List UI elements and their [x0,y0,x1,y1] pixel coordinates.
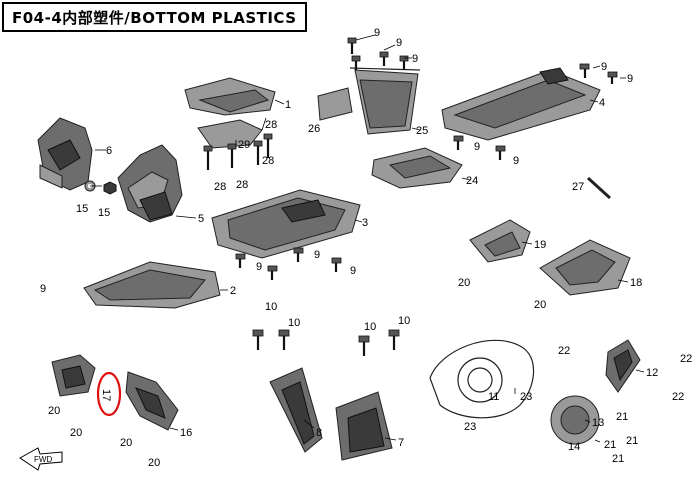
bolts-10 [252,329,400,356]
bolts-9-top [347,37,409,70]
callout-9: 9 [601,61,607,73]
callout-20: 20 [48,405,60,417]
callout-9: 9 [396,37,402,49]
callout-9: 9 [374,27,380,39]
callout-10: 10 [398,315,410,327]
fwd-arrow: FWD [19,447,63,471]
callout-17: 17 [100,389,112,401]
callout-23: 23 [520,391,532,403]
callout-21: 21 [612,453,624,465]
callout-28: 28 [262,155,274,167]
part-17-cover [51,354,96,397]
callout-22: 22 [558,345,570,357]
callout-18: 18 [630,277,642,289]
callout-10: 10 [364,321,376,333]
callout-15: 15 [98,207,110,219]
callout-11: 11 [488,391,499,403]
callout-9: 9 [314,249,320,261]
bolts-28 [203,133,273,170]
part-12-panel [605,339,641,393]
part-4-skid-plate [441,67,601,141]
bolts-9-center [235,247,342,280]
callout-8: 8 [316,427,322,439]
diagram-title: F04-4内部塑件/BOTTOM PLASTICS [2,2,307,32]
callout-23: 23 [464,421,476,433]
part-3-skid-plate [211,189,361,259]
part-1-shroud [184,77,276,116]
callout-27: 27 [572,181,584,193]
callout-9: 9 [412,53,418,65]
callout-19: 19 [534,239,546,251]
callout-6: 6 [106,145,112,157]
callout-3: 3 [362,217,368,229]
part-16-guard [125,371,179,431]
callout-20: 20 [120,437,132,449]
part-13-cover [550,395,600,445]
fwd-label: FWD [34,455,52,464]
part-17-highlight-ellipse [96,371,122,417]
callout-20: 20 [70,427,82,439]
callout-9: 9 [350,265,356,277]
part-7-panel [335,391,393,461]
callout-15: 15 [76,203,88,215]
callout-4: 4 [599,97,605,109]
callout-21: 21 [616,411,628,423]
callout-10: 10 [265,301,277,313]
callout-26: 26 [308,123,320,135]
callout-9: 9 [256,261,262,273]
callout-22: 22 [680,353,692,365]
callout-22: 22 [672,391,684,403]
part-6-bracket [37,117,93,191]
part-2-skid-plate [83,261,221,309]
part-11-cover [429,339,535,419]
callout-20: 20 [534,299,546,311]
leader-lines [90,34,645,443]
callout-29: 29 [238,139,250,151]
part-27-rod [586,176,612,200]
callout-12: 12 [646,367,658,379]
part-26-panel [317,87,353,121]
part-25-box [349,67,421,135]
callout-1: 1 [285,99,291,111]
callout-2: 2 [230,285,236,297]
callout-28: 28 [265,119,277,131]
callout-21: 21 [604,439,616,451]
part-15-nut [103,181,117,195]
callout-7: 7 [398,437,404,449]
callout-28: 28 [214,181,226,193]
part-29-shroud [197,119,263,149]
callout-5: 5 [198,213,204,225]
part-19-bracket [469,219,531,263]
callout-labels: 9 9 9 1 28 29 28 28 28 26 25 9 9 4 9 9 2… [40,27,692,469]
callout-13: 13 [592,417,604,429]
callout-14: 14 [568,441,580,453]
bolts-9-right [453,63,618,160]
callout-25: 25 [416,125,428,137]
callout-28: 28 [236,179,248,191]
callout-16: 16 [180,427,192,439]
callout-9: 9 [40,283,46,295]
part-24-plate [371,147,463,189]
callout-9: 9 [474,141,480,153]
callout-21: 21 [626,435,638,447]
callout-9: 9 [627,73,633,85]
part-18-plate [539,239,631,296]
callout-9: 9 [513,155,519,167]
callout-10: 10 [288,317,300,329]
part-8-panel [269,367,323,453]
callout-24: 24 [466,175,478,187]
part-5-cover [117,144,183,223]
callout-20: 20 [458,277,470,289]
callout-20: 20 [148,457,160,469]
